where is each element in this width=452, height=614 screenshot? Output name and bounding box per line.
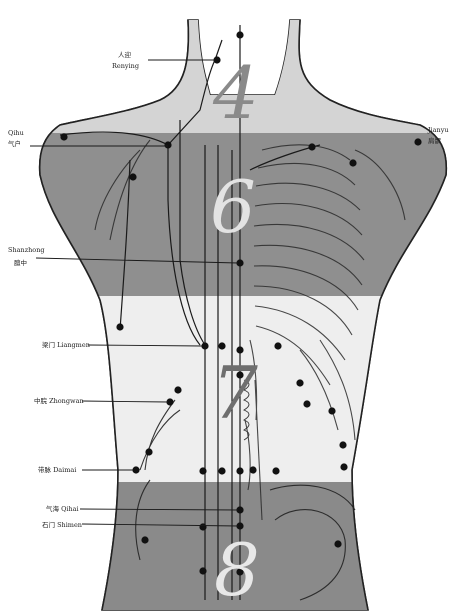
zone-7-numeral: 7	[212, 351, 258, 435]
label-zhongwan: 中脘 Zhongwan	[34, 396, 84, 405]
label-jianyu-en: Jianyu	[427, 126, 449, 134]
label-shanzhong-cn: 膻中	[14, 258, 27, 267]
label-qihu-en: Qihu	[8, 129, 24, 137]
label-jianyu-cn: 肩髃	[428, 136, 442, 145]
label-daimai: 带脉 Daimai	[38, 465, 76, 474]
label-shimen: 石门 Shimen	[42, 520, 82, 529]
label-liangmen: 梁门 Liangmen	[42, 340, 90, 349]
label-qihu-cn: 气户	[8, 139, 21, 148]
label-shanzhong-en: Shanzhong	[8, 246, 45, 254]
zone-6-numeral: 6	[210, 165, 256, 249]
zone-4-numeral: 4	[212, 51, 259, 135]
label-renying-cn: 人迎	[118, 50, 132, 59]
label-qihai: 气海 Qihai	[46, 504, 79, 513]
label-renying-en: Renying	[112, 62, 139, 70]
zone-8-numeral: 8	[214, 528, 260, 612]
